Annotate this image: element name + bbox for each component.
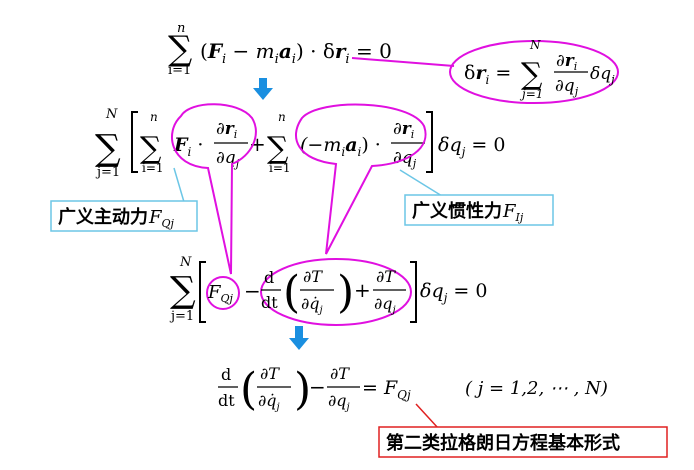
active-force-bubble [171,103,257,275]
outer-sum-sign: ∑ [95,128,121,169]
dalembert-equation: ∑ n i=1 (Fi − miai) · δri = 0 [168,21,392,78]
sum-upper-limit: N [529,38,541,52]
second-sum-lower: i=1 [269,161,291,175]
d-denominator: dt [218,391,235,410]
lagrange-form-label: 第二类拉格朗日方程基本形式 [386,432,620,454]
active-force-callout: 广义主动力 FQj [50,167,198,232]
down-arrow-1 [253,78,273,100]
fq-term: FQj [207,282,234,305]
inertia-force-symbol: FIj [502,201,524,224]
dqdot-denominator: ∂q̇j [258,391,280,413]
second-sum-upper: n [278,110,286,124]
d-numerator: d [264,268,274,287]
fraction-denominator: ∂qj [393,148,417,170]
plus-sign: + [354,278,371,302]
connector-line [351,57,455,67]
fraction-denominator: ∂qj [555,76,579,98]
lagrange-rhs: = FQj [362,377,411,402]
callout-pointer [173,167,185,203]
arrow-shaft [259,78,267,88]
left-paren: ( [283,267,300,318]
sum-sign: ∑ [521,57,543,92]
sum-upper-limit: N [179,255,192,270]
fraction-denominator: ∂qj [216,148,240,170]
delta-q: δqj [590,64,615,86]
kinetic-equation: ∑ N j=1 FQj − d dt ( ∂T ∂q̇j ) + ∂T ∂qj … [169,255,487,326]
arrow-head [289,338,309,350]
dT-numerator: ∂T [260,364,280,383]
lagrange-form-box [378,426,668,458]
active-force-term: Fi · [173,134,203,159]
dq2-denominator: ∂qj [328,391,350,413]
down-arrow-2 [289,326,309,350]
right-bracket [410,261,417,323]
virtual-displacement-callout: δri = ∑ N j=1 ∂ri ∂qj δqj [351,38,619,104]
minus-sign: − [244,279,261,303]
fraction-numerator: ∂ri [216,119,237,141]
sum-lower-limit: i=1 [168,63,191,78]
inertia-highlight-ellipse [260,258,412,326]
right-paren: ) [337,267,354,318]
dT-numerator: ∂T [303,267,323,286]
inertia-force-callout: 广义惯性力 FIj [399,169,554,226]
sum-lower-limit: j=1 [519,87,543,101]
virtual-displacement-lhs: δri = [464,62,511,87]
index-range: ( j = 1,2, ⋯ , N) [465,378,608,399]
plus-sign: + [249,132,266,156]
left-paren: ( [240,364,257,415]
fraction-numerator: ∂ri [393,119,414,141]
active-force-box [50,200,198,232]
inertia-force-box [404,194,554,226]
generalized-tail: δqj = 0 [438,134,505,159]
inertia-force-label: 广义惯性力 [412,200,502,222]
inertia-force-bubble [294,103,427,255]
left-bracket [199,261,206,323]
inner-sum-upper: n [150,110,158,124]
generalized-equation: ∑ N j=1 ∑ n i=1 Fi · ∂ri ∂qj + ∑ n i=1 (… [95,107,505,180]
dq2-denominator: ∂qj [374,294,396,316]
inner-sum-sign: ∑ [140,131,162,166]
sum-upper-limit: n [177,21,185,36]
sum-lower-limit: j=1 [169,309,194,324]
right-paren: ) [294,364,311,415]
virtual-displacement-ellipse [449,40,619,104]
left-bracket [131,111,138,173]
dT2-numerator: ∂T [376,267,396,286]
d-numerator: d [221,365,231,384]
lagrange-form-callout: 第二类拉格朗日方程基本形式 [378,403,668,458]
sum-sign: ∑ [168,29,192,69]
d-denominator: dt [261,293,278,312]
outer-sum-upper: N [105,107,118,122]
callout-pointer [415,403,439,429]
dqdot-denominator: ∂q̇j [301,294,323,316]
dalembert-body: (Fi − miai) · δri = 0 [200,39,392,67]
right-bracket [426,111,433,173]
dT2-numerator: ∂T [330,364,350,383]
active-force-symbol: FQj [148,207,175,230]
fraction-numerator: ∂ri [556,51,577,73]
second-sum-sign: ∑ [267,131,289,166]
outer-sum-lower: j=1 [95,165,120,180]
inertia-term: (−miai) · [300,134,381,159]
arrow-head [253,88,273,100]
fq-highlight-circle [206,276,240,310]
sum-sign: ∑ [170,270,196,311]
arrow-shaft [295,326,303,338]
active-force-label: 广义主动力 [58,206,148,228]
inner-sum-lower: i=1 [142,161,164,175]
minus-sign: − [309,375,326,399]
lagrange-equation: d dt ( ∂T ∂q̇j ) − ∂T ∂qj = FQj ( j = 1,… [218,364,608,415]
kinetic-tail: δqj = 0 [420,280,487,305]
callout-pointer [399,169,443,197]
